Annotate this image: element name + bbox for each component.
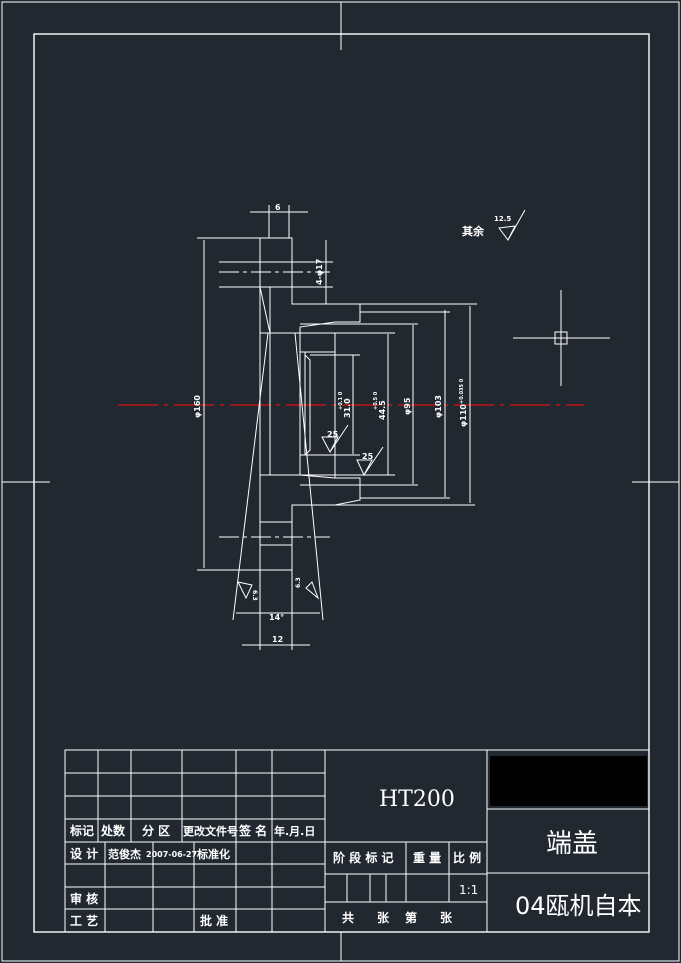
sheets-unit-1: 张 (377, 910, 390, 925)
dim-width-top: 6 (275, 203, 281, 212)
header-mark: 标记 (69, 823, 94, 838)
sheets-total-label: 共 (342, 910, 354, 925)
dim-d44: 44.5 (378, 400, 387, 420)
sheet-number-label: 第 (405, 910, 417, 925)
dim-angle: 14° (269, 613, 284, 622)
title-block-grid (64, 749, 650, 933)
scale-value: 1:1 (459, 883, 478, 897)
dim-d95: φ95 (403, 397, 412, 415)
header-zone: 分 区 (142, 823, 170, 838)
weight-label: 重 量 (413, 850, 441, 865)
dim-width-bottom: 12 (272, 635, 283, 644)
roughness-2: 25 (362, 452, 374, 461)
part-section (219, 237, 475, 571)
organization: 04瓯机自本 (515, 892, 642, 920)
dim-d110-tol: +0.035 0 (459, 378, 465, 404)
crosshair-cursor (513, 290, 610, 386)
logo-area (490, 756, 647, 806)
standardization-label: 标准化 (196, 847, 230, 861)
header-count: 处数 (100, 823, 126, 838)
roughness-1: 25 (327, 430, 339, 439)
header-sign: 签 名 (238, 823, 267, 838)
header-date: 年.月.日 (274, 824, 315, 838)
part-name: 端盖 (546, 829, 598, 859)
dim-d31-tol: +0.1 0 (338, 391, 344, 410)
roughness-rest-value: 12.5 (494, 215, 511, 223)
roughness-4: 6.3 (295, 577, 302, 588)
header-change-doc: 更改文件号 (183, 824, 238, 838)
sheets-unit-2: 张 (440, 910, 453, 925)
dim-holes: 4-φ17 (315, 259, 324, 285)
dim-d31: 31.0 (343, 398, 352, 418)
designer-name: 范俊杰 (108, 847, 141, 861)
material: HT200 (379, 787, 455, 812)
approve-label: 批 准 (200, 913, 228, 928)
scale-label: 比 例 (453, 850, 481, 865)
dim-d110: φ110 (459, 404, 468, 427)
dimension-lines (197, 205, 526, 650)
design-label: 设 计 (70, 846, 98, 861)
dim-d160: φ160 (193, 395, 202, 418)
review-label: 审 核 (70, 891, 98, 906)
process-label: 工 艺 (70, 913, 98, 928)
stage-mark-label: 阶 段 标 记 (333, 850, 394, 865)
dim-d44-tol: +0.5 0 (373, 391, 379, 410)
dim-d103: φ103 (434, 395, 443, 418)
roughness-3: 6.3 (251, 590, 258, 601)
design-date: 2007-06-27 (146, 850, 197, 859)
roughness-rest-label: 其余 (462, 224, 485, 238)
